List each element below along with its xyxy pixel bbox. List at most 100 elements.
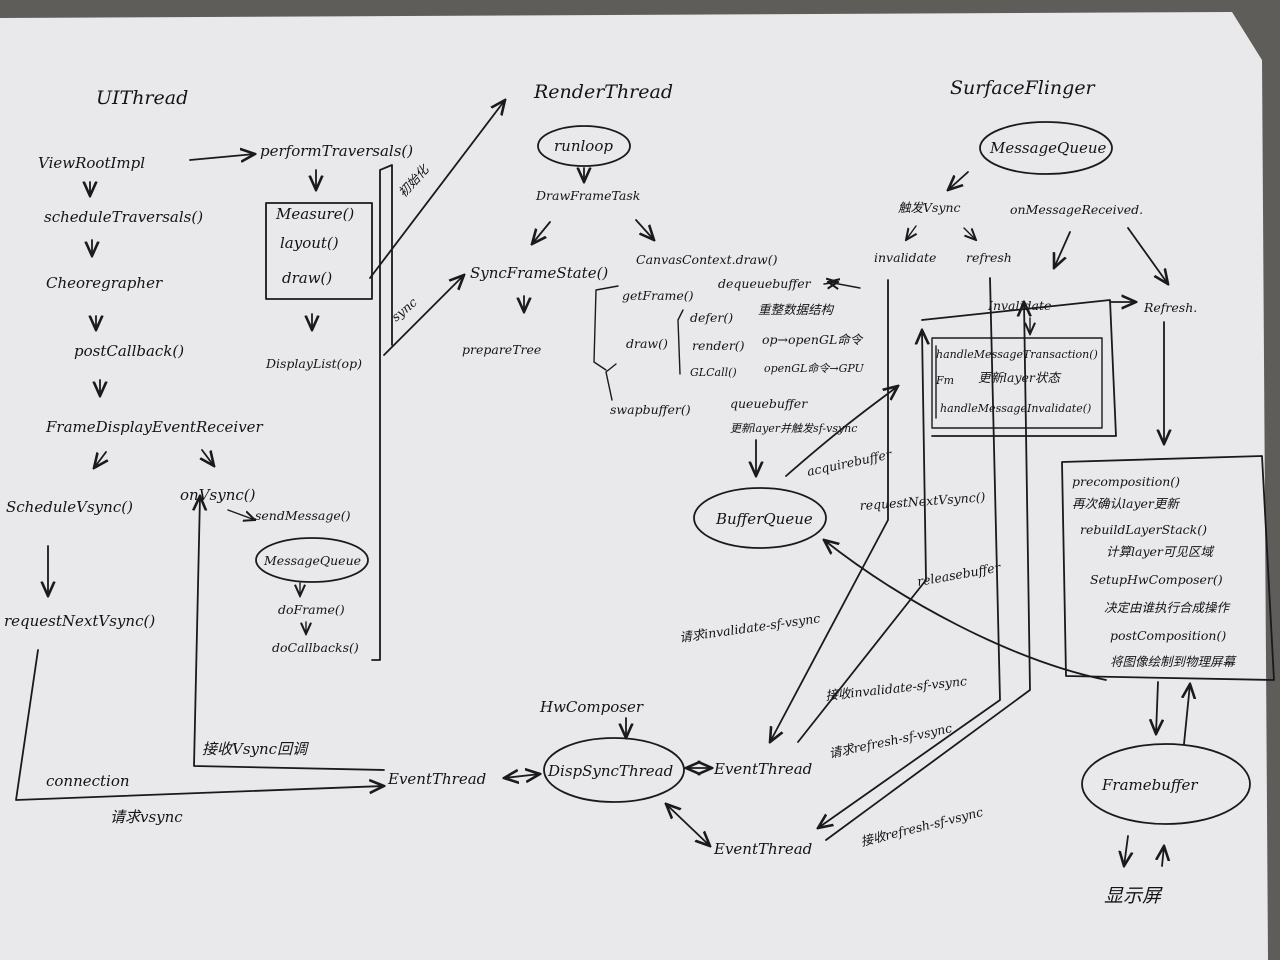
buffer-queue-node — [693, 487, 827, 549]
arrow-viewroot-to-perform — [189, 154, 255, 160]
handle-message-transaction: handleMessageTransaction() — [936, 348, 1098, 361]
schedule-traversals: scheduleTraversals() — [44, 208, 203, 226]
display-list: DisplayList(op) — [265, 356, 362, 371]
arrow-to-invalidate — [906, 225, 916, 240]
frame-buffer: Framebuffer — [1101, 776, 1198, 794]
event-thread-app: EventThread — [387, 770, 486, 788]
paper-sheet — [0, 12, 1268, 960]
arrow-to-schedule-vsync — [94, 451, 106, 468]
frame-display-event-receiver: FrameDisplayEventReceiver — [45, 418, 264, 436]
request-refresh-line — [818, 277, 1001, 828]
arrow-to-on-vsync — [202, 449, 214, 466]
buffer-queue: BufferQueue — [715, 510, 813, 528]
canvas-bracket-lower — [605, 363, 617, 401]
ui-message-queue: MessageQueue — [263, 553, 361, 568]
update-layer-prefix: Fm — [935, 374, 954, 387]
setup-hw-composer: SetupHwComposer() — [1090, 572, 1223, 587]
canvas-context-draw: CanvasContext.draw() — [636, 252, 778, 267]
update-layer-state: 更新layer状态 — [978, 370, 1062, 385]
invalidate-outer-bracket — [921, 299, 1117, 437]
defer-note: 重整数据结构 — [758, 302, 835, 317]
refresh-cap: Refresh. — [1143, 300, 1197, 315]
receive-vsync-callback: 接收Vsync回调 — [202, 740, 309, 758]
do-frame: doFrame() — [278, 602, 345, 617]
on-vsync: onVsync() — [180, 486, 256, 504]
arrow-dequeue-link — [828, 282, 861, 288]
schedule-vsync: ScheduleVsync() — [6, 498, 133, 516]
arrow-draw-to-render-thread — [369, 100, 505, 279]
arrow-composition-to-framebuffer — [1156, 681, 1158, 734]
send-message: sendMessage() — [255, 508, 351, 523]
arrow-to-canvas-draw — [635, 219, 654, 240]
event-thread-bottom: EventThread — [713, 840, 812, 858]
render: render() — [692, 338, 745, 353]
request-next-vsync: requestNextVsync() — [4, 612, 155, 630]
rebuild-layer-stack: rebuildLayerStack() — [1080, 522, 1207, 537]
refresh: refresh — [966, 250, 1012, 265]
arrow-to-refresh — [963, 227, 976, 240]
invalidate: invalidate — [874, 250, 936, 265]
arrow-display-to-framebuffer — [1162, 846, 1164, 867]
swap-buffer: swapbuffer() — [610, 402, 691, 417]
arrow-release-to-buffer-queue — [824, 540, 1107, 681]
view-root-impl: ViewRootImpl — [38, 154, 145, 172]
composition-box — [1061, 455, 1275, 681]
arrow-framebuffer-to-composition — [1184, 684, 1190, 745]
canvas-bracket — [593, 285, 619, 371]
request-vsync-connection-line — [15, 649, 384, 801]
arrow-to-sync-frame-state — [532, 221, 551, 244]
on-message-received: onMessageReceived. — [1010, 202, 1143, 217]
vsync-callback-line — [194, 496, 385, 771]
render-thread-title: RenderThread — [533, 81, 673, 103]
frame-buffer-node — [1081, 743, 1251, 825]
draw-sub-bracket — [677, 309, 684, 375]
queue-buffer: queuebuffer — [730, 396, 808, 411]
measure: Measure() — [275, 205, 354, 223]
display-screen: 显示屏 — [1104, 885, 1163, 907]
ui-thread-title: UIThread — [96, 87, 188, 109]
measure-layout-draw-box — [265, 202, 373, 300]
receive-refresh-line — [825, 302, 1030, 841]
draw: draw() — [282, 269, 332, 287]
sf-message-queue: MessageQueue — [989, 139, 1107, 157]
arrow-acquire-buffer — [785, 386, 898, 477]
gl-call: GLCall() — [690, 366, 737, 379]
sf-message-queue-node — [979, 121, 1113, 175]
render-note: op→openGL命令 — [762, 332, 864, 347]
invalidate-box — [931, 337, 1103, 429]
post-note: 将图像绘制到物理屏幕 — [1110, 654, 1238, 669]
hw-composer: HwComposer — [539, 698, 644, 716]
gl-call-note: openGL命令→GPU — [764, 362, 865, 375]
queue-buffer-note: 更新layer并触发sf-vsync — [730, 422, 857, 435]
arrow-disp-bottom — [666, 804, 710, 846]
handle-message-invalidate: handleMessageInvalidate() — [940, 402, 1091, 415]
get-frame: getFrame() — [622, 288, 694, 303]
prepare-tree: prepareTree — [462, 342, 541, 357]
arrow-app-disp — [504, 774, 540, 778]
arrow-framebuffer-to-display — [1124, 835, 1128, 866]
defer: defer() — [690, 310, 733, 325]
setup-note: 决定由谁执行合成操作 — [1104, 600, 1232, 615]
post-callback: postCallback() — [74, 342, 184, 360]
trigger-vsync: 触发Vsync — [898, 200, 961, 215]
sync-frame-state: SyncFrameState() — [470, 264, 608, 282]
receive-invalidate-line — [797, 330, 926, 743]
pre-composition-note: 再次确认layer更新 — [1072, 496, 1180, 511]
do-callbacks-loop-line — [371, 164, 393, 661]
disp-sync-thread: DispSyncThread — [547, 762, 673, 780]
arrow-onmsg-to-invalidate — [1054, 231, 1071, 268]
perform-traversals: performTraversals() — [260, 142, 413, 160]
invalidate-cap: Invalidate — [987, 298, 1051, 313]
rebuild-note: 计算layer可见区域 — [1106, 544, 1215, 559]
arrow-to-trigger-vsync — [948, 171, 969, 190]
event-thread-sf: EventThread — [713, 760, 812, 778]
render-draw: draw() — [626, 336, 668, 351]
surface-flinger-title: SurfaceFlinger — [950, 77, 1097, 99]
do-callbacks: doCallbacks() — [272, 640, 359, 655]
pre-composition: precomposition() — [1072, 474, 1180, 489]
run-loop: runloop — [554, 137, 613, 155]
arrow-to-send-message — [227, 509, 255, 520]
disp-sync-thread-node — [543, 737, 685, 803]
layout: layout() — [280, 234, 339, 252]
